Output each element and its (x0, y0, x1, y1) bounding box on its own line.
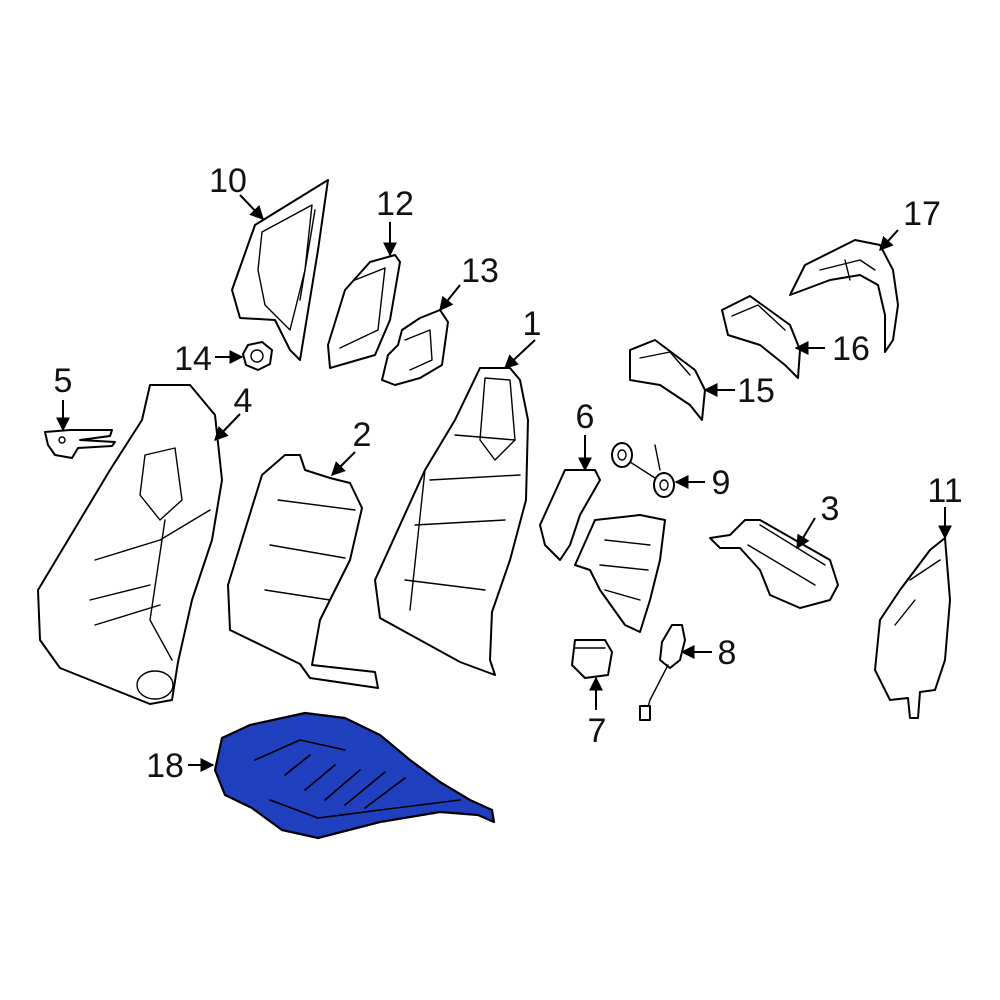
callout-8: 8 (718, 634, 737, 672)
part-6-lumbar-module[interactable] (539, 469, 666, 633)
callout-2: 2 (353, 416, 372, 454)
callout-5: 5 (54, 362, 73, 400)
part-3-rail-cover[interactable] (709, 519, 839, 609)
part-18-seat-cushion[interactable] (213, 711, 496, 840)
part-14-nut[interactable] (242, 341, 273, 371)
callout-labels: 1 2 3 4 5 6 7 8 9 10 11 12 13 14 15 16 1… (54, 162, 963, 785)
callout-3: 3 (821, 490, 840, 528)
part-1-seat-back[interactable] (374, 367, 529, 676)
callout-14: 14 (174, 340, 212, 378)
callout-13: 13 (461, 252, 499, 290)
part-12-trim-panel[interactable] (327, 254, 401, 369)
part-2-seat-back-frame[interactable] (227, 454, 379, 689)
callout-18: 18 (146, 747, 184, 785)
part-4-seat-back-cover[interactable] (37, 384, 223, 705)
part-9-grommets[interactable] (611, 442, 675, 498)
callout-17: 17 (903, 195, 941, 233)
leader-lines (56, 194, 952, 772)
part-15-bracket[interactable] (629, 339, 706, 421)
callout-15: 15 (737, 372, 775, 410)
callout-12: 12 (376, 185, 414, 223)
callout-11: 11 (927, 472, 962, 510)
callout-6: 6 (576, 398, 595, 436)
callout-4: 4 (234, 382, 253, 420)
part-5-clip[interactable] (44, 429, 116, 459)
part-13-bracket[interactable] (381, 309, 449, 386)
part-11-side-shield[interactable] (874, 537, 951, 719)
callout-16: 16 (832, 330, 870, 368)
part-8-connector[interactable] (639, 624, 686, 721)
callout-10: 10 (209, 162, 247, 200)
part-10-side-panel[interactable] (231, 179, 329, 361)
callout-9: 9 (712, 464, 731, 502)
part-7-module[interactable] (571, 639, 613, 679)
part-16-bracket[interactable] (721, 295, 801, 379)
callout-7: 7 (588, 712, 607, 750)
callout-1: 1 (523, 305, 542, 343)
